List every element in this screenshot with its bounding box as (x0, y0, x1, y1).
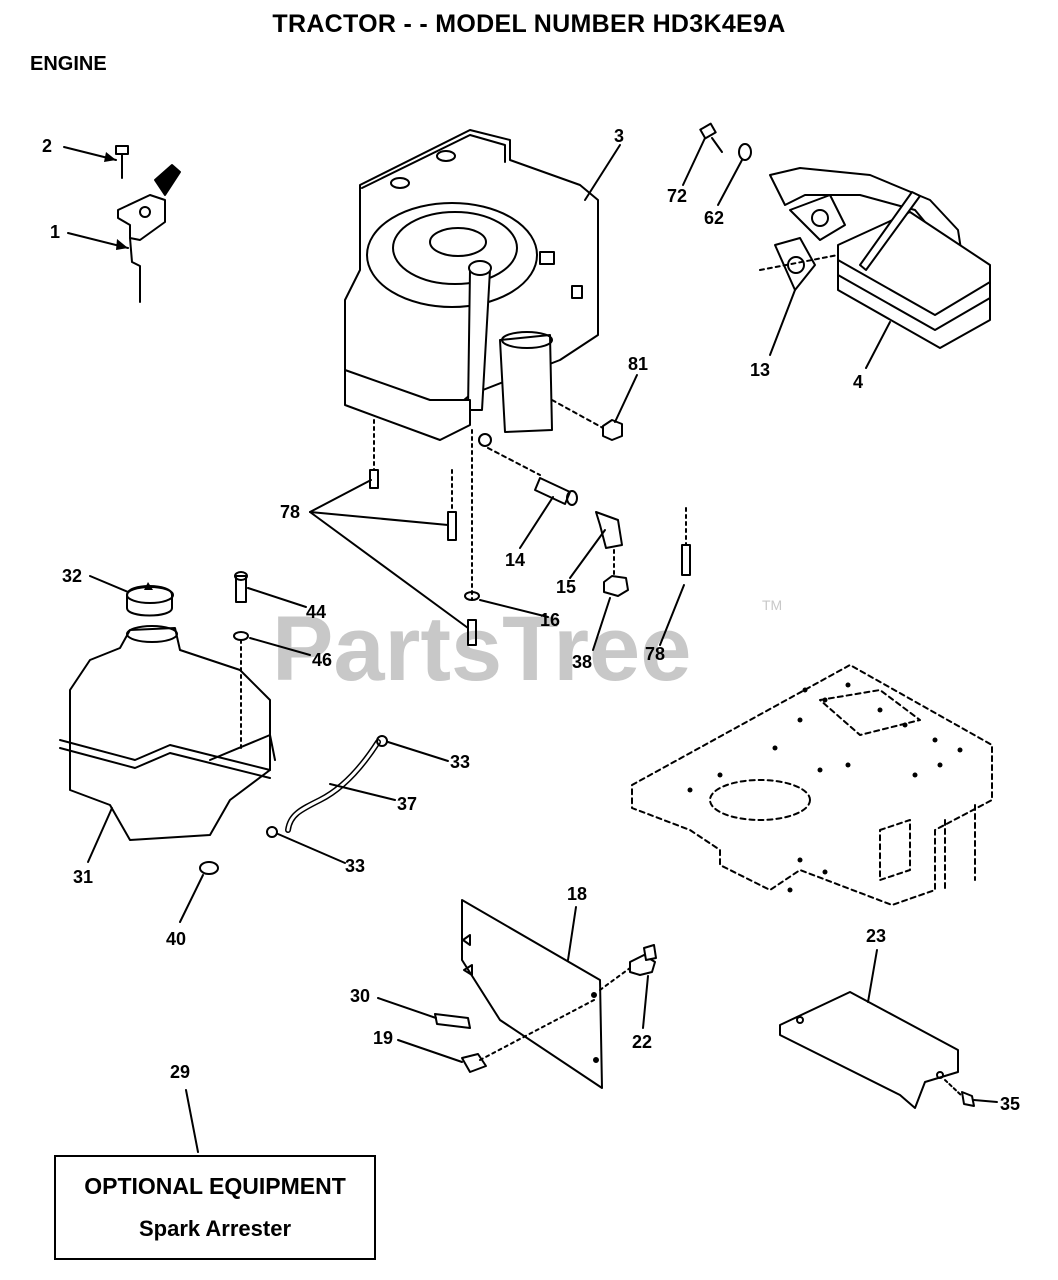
callout-33-a: 33 (450, 752, 470, 772)
callout-38: 38 (572, 652, 592, 672)
callout-72: 72 (667, 186, 687, 206)
callout-81: 81 (628, 354, 648, 374)
callout-37: 37 (397, 794, 417, 814)
bracket-part (779, 991, 975, 1109)
spark-arrester-label: Spark Arrester (138, 1216, 292, 1241)
fuel-line-part (266, 735, 388, 838)
callout-33-b: 33 (345, 856, 365, 876)
nut-part (551, 399, 623, 441)
arrowheads (104, 152, 153, 590)
callout-30: 30 (350, 986, 370, 1006)
callout-40: 40 (166, 929, 186, 949)
callout-13: 13 (750, 360, 770, 380)
callout-78-b: 78 (645, 644, 665, 664)
fuel-tank-part (59, 571, 276, 875)
callout-31: 31 (73, 867, 93, 887)
fuel-fittings (464, 447, 629, 601)
optional-equipment-box: OPTIONAL EQUIPMENT Spark Arrester (54, 1155, 376, 1260)
side-panel-part (434, 899, 657, 1089)
throttle-control-part (115, 145, 181, 303)
callout-32: 32 (62, 566, 82, 586)
page-title: TRACTOR - - MODEL NUMBER HD3K4E9A (272, 10, 786, 38)
frame-holes (687, 682, 963, 893)
callout-18: 18 (567, 884, 587, 904)
callout-62: 62 (704, 208, 724, 228)
muffler-part (699, 122, 991, 349)
callout-19: 19 (373, 1028, 393, 1048)
callout-2: 2 (42, 136, 52, 156)
frame-part (631, 664, 993, 906)
callout-3: 3 (614, 126, 624, 146)
callout-23: 23 (866, 926, 886, 946)
callout-78-a: 78 (280, 502, 300, 522)
callout-15: 15 (556, 577, 576, 597)
callout-29: 29 (170, 1062, 190, 1082)
callout-22: 22 (632, 1032, 652, 1052)
watermark-trademark: TM (762, 597, 782, 613)
callout-46: 46 (312, 650, 332, 670)
callout-35: 35 (1000, 1094, 1020, 1114)
section-title: ENGINE (30, 53, 107, 75)
callouts: 2 1 3 72 62 13 4 81 78 14 15 16 38 78 32… (42, 126, 1020, 1114)
callout-16: 16 (540, 610, 560, 630)
callout-1: 1 (50, 222, 60, 242)
callout-44: 44 (306, 602, 326, 622)
callout-14: 14 (505, 550, 525, 570)
leader-lines (63, 137, 998, 1153)
optional-equipment-heading: OPTIONAL EQUIPMENT (84, 1173, 346, 1199)
callout-4: 4 (853, 372, 863, 392)
engine-part (344, 129, 599, 447)
watermark: PartsTree (272, 598, 691, 700)
bolt-parts (369, 419, 691, 646)
